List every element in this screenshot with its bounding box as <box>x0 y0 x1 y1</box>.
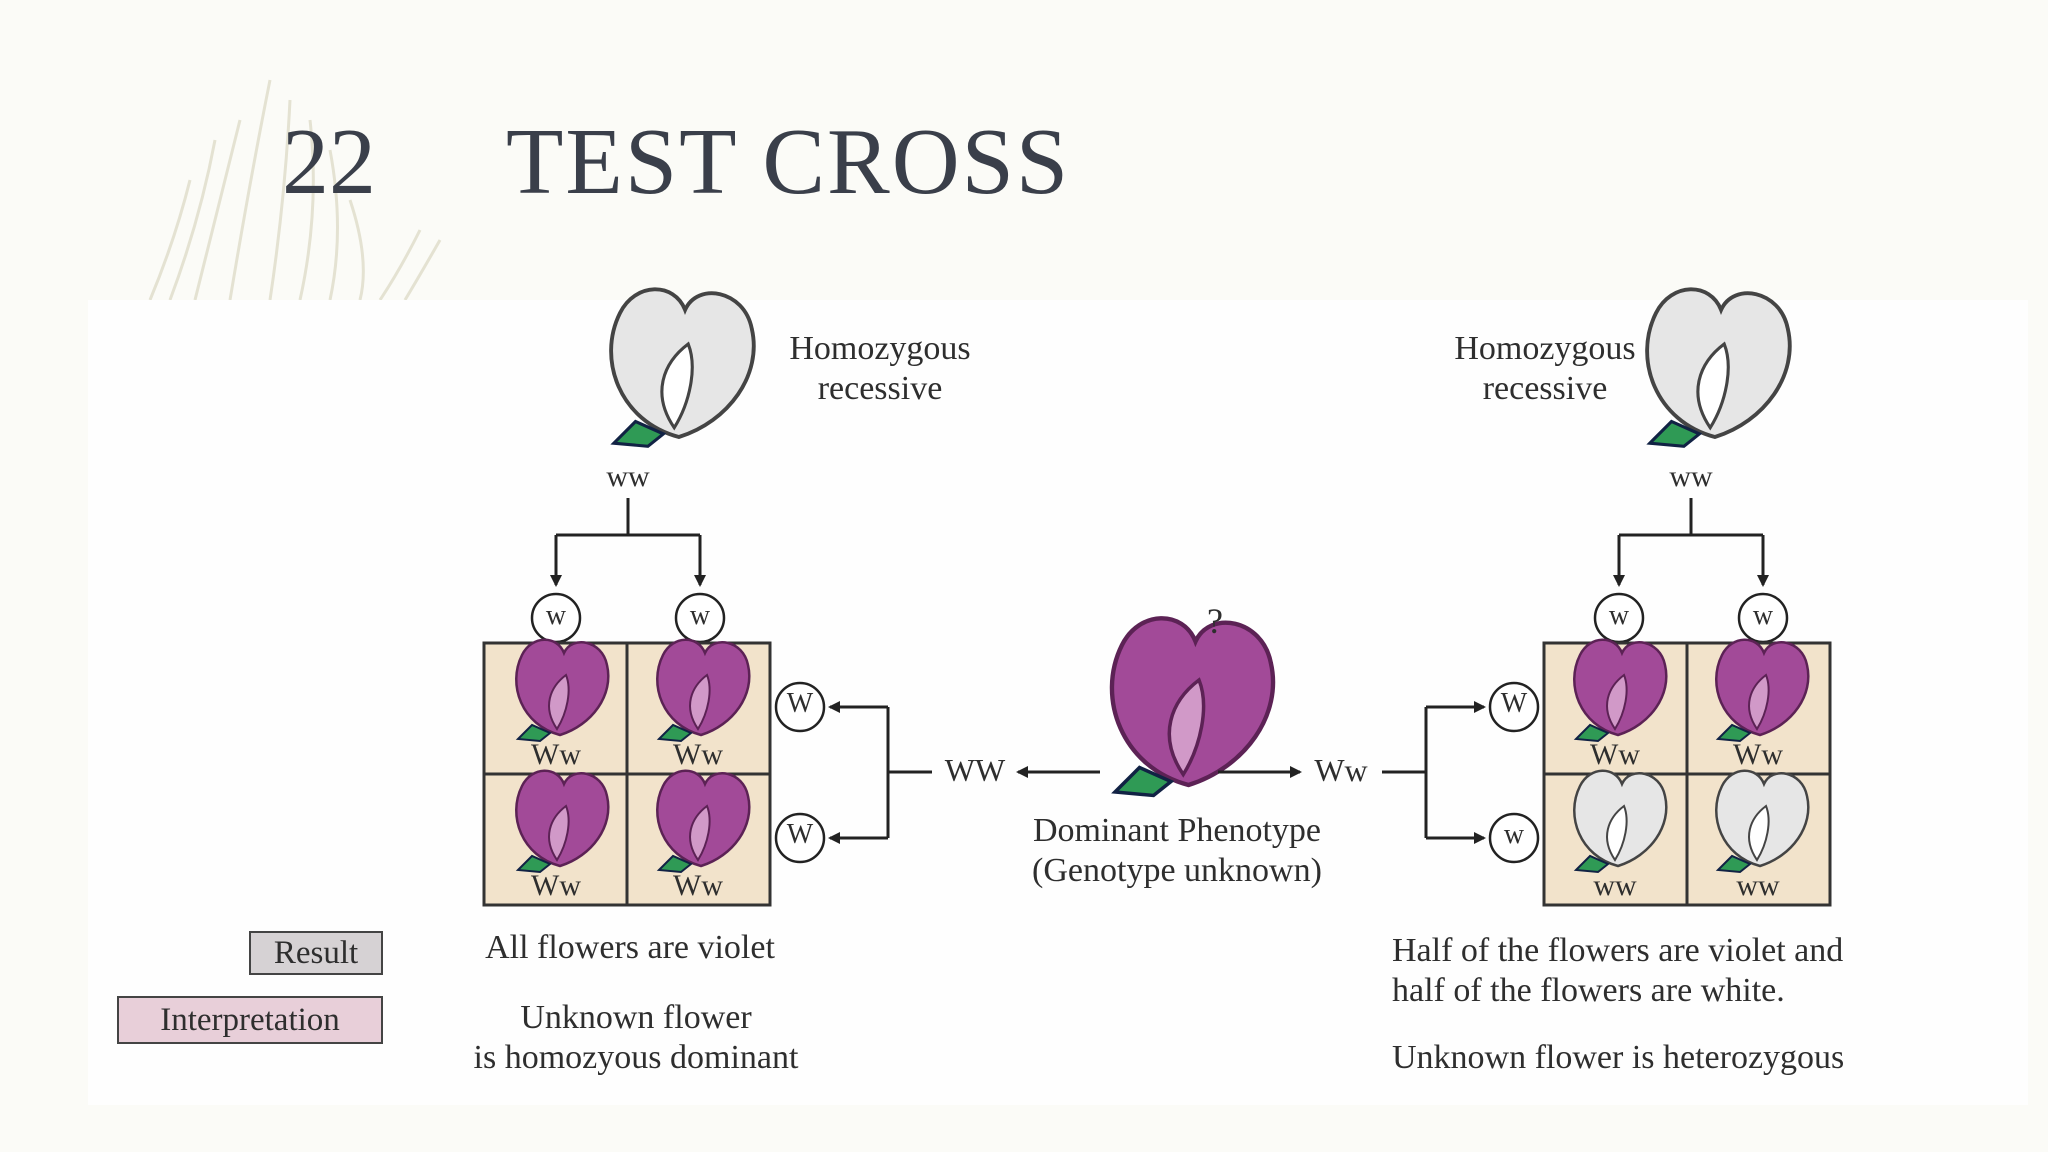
right-side-gamete-2: w <box>1503 819 1525 850</box>
right-parent-white-flower <box>1645 287 1792 449</box>
left-side-gamete-circle-2 <box>774 812 826 864</box>
left-side-bracket <box>828 701 932 844</box>
left-parent-white-flower <box>609 287 756 449</box>
right-parent-genotype: ww <box>1669 460 1713 493</box>
left-grid-cell-2: Ww <box>673 738 723 771</box>
right-grid-cell-1: Ww <box>1590 738 1640 771</box>
right-interpretation-text: Unknown flower is heterozygous <box>1392 1039 1845 1076</box>
right-parent-label-line1: Homozygous <box>1454 330 1636 367</box>
left-side-gamete-1: W <box>786 688 814 719</box>
right-grid-cell-3: ww <box>1593 869 1637 902</box>
left-parent-label-line1: Homozygous <box>789 330 971 367</box>
slide-number: 22 <box>282 110 376 214</box>
right-side-gamete-circle-1 <box>1488 681 1540 733</box>
left-gamete-2: w <box>689 600 711 631</box>
right-side-bracket <box>1382 701 1486 844</box>
right-side-gamete-circle-2 <box>1488 812 1540 864</box>
right-grid-cell-4: ww <box>1736 869 1780 902</box>
left-side-gamete-2: W <box>786 819 814 850</box>
right-result-line2: half of the flowers are white. <box>1392 972 1785 1009</box>
unknown-phenotype-line1: Dominant Phenotype <box>1032 812 1322 849</box>
slide-title: TEST CROSS <box>506 110 1071 214</box>
right-gamete-2: w <box>1752 600 1774 631</box>
left-parent-label-line2: recessive <box>817 370 943 407</box>
unknown-dominant-flower <box>1112 618 1273 795</box>
interpretation-tag: Interpretation <box>117 996 383 1044</box>
unknown-question-mark: ? <box>1207 601 1223 641</box>
left-side-gamete-circle-1 <box>774 681 826 733</box>
unknown-left-genotype: WW <box>944 752 1006 788</box>
left-result-text: All flowers are violet <box>485 929 775 966</box>
left-punnett-grid <box>482 638 772 907</box>
left-grid-cell-4: Ww <box>673 869 723 902</box>
unknown-phenotype-line2: (Genotype unknown) <box>1032 852 1322 889</box>
result-tag: Result <box>249 931 383 975</box>
right-parent-branch <box>1613 498 1769 587</box>
right-parent-label-line2: recessive <box>1482 370 1608 407</box>
left-parent-branch <box>550 498 706 587</box>
right-side-gamete-1: W <box>1500 688 1528 719</box>
right-grid-cell-2: Ww <box>1733 738 1783 771</box>
right-gamete-1: w <box>1608 600 1630 631</box>
left-parent-genotype: ww <box>606 460 650 493</box>
left-interpretation-line2: is homozyous dominant <box>473 1039 799 1076</box>
unknown-right-genotype: Ww <box>1314 752 1368 788</box>
left-grid-cell-1: Ww <box>531 738 581 771</box>
left-grid-cell-3: Ww <box>531 869 581 902</box>
left-interpretation-line1: Unknown flower <box>520 999 752 1036</box>
right-result-line1: Half of the flowers are violet and <box>1392 932 1844 969</box>
right-punnett-grid <box>1542 638 1832 907</box>
left-gamete-1: w <box>545 600 567 631</box>
